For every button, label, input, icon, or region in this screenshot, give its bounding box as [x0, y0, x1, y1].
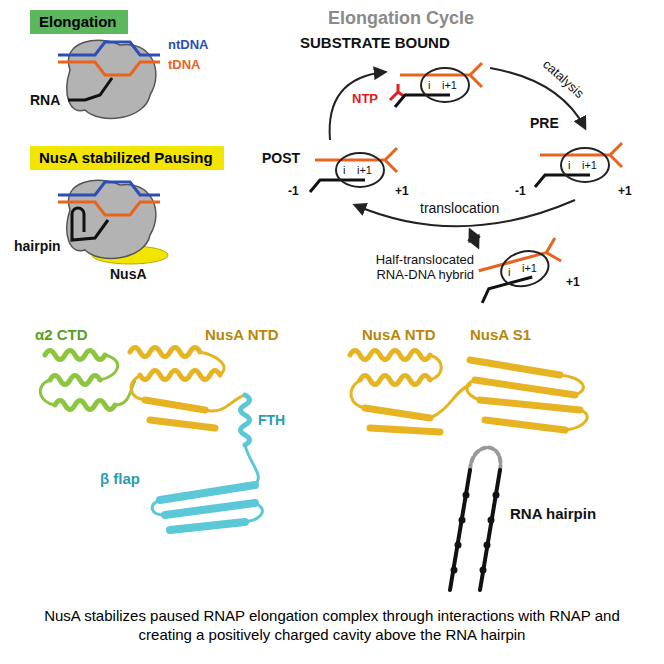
cycle-arrow [355, 200, 575, 226]
cycle-arrow [470, 230, 478, 247]
position-label: i [568, 159, 570, 172]
alpha-ctd-ribbon [40, 351, 135, 410]
position-label: i+1 [522, 262, 537, 275]
nt-dna-strand [58, 182, 160, 195]
domain-label: α2 CTD [35, 326, 88, 343]
register-label: -1 [515, 185, 526, 199]
nusa-s1-ribbon [467, 360, 587, 430]
domain-label: NusA S1 [470, 326, 531, 343]
step-label: catalysis [538, 56, 588, 103]
banner-title: Elongation [39, 13, 119, 31]
strand-label: ntDNA [168, 38, 208, 53]
nusa-ntd-ribbon [130, 348, 245, 429]
structure-right [350, 351, 587, 591]
figure-caption: NusA stabilizes paused RNAP elongation c… [20, 606, 644, 644]
nt-dna-strand [58, 42, 160, 55]
banner-title: NusA stabilized Pausing [39, 149, 215, 167]
strand-label: tDNA [168, 58, 201, 73]
substrate-label: NTP [352, 92, 378, 107]
step-label: translocation [420, 200, 499, 216]
section-banner: Elongation [30, 10, 128, 34]
register-label: +1 [566, 276, 580, 290]
paused-rnap-cartoon [58, 180, 168, 264]
state-label: Half-translocated RNA-DNA hybrid [356, 253, 474, 283]
strand-label: RNA [30, 92, 60, 108]
position-label: i+1 [582, 159, 597, 172]
rnap-body [67, 180, 156, 258]
rnap-cartoon [58, 40, 160, 118]
nusa-ntd-ribbon [350, 351, 470, 433]
register-label: -1 [288, 185, 299, 199]
domain-label: NusA NTD [362, 326, 436, 343]
state-label: PRE [530, 115, 559, 131]
cycle-arrow [330, 72, 385, 140]
position-label: i [428, 79, 430, 92]
section-banner: NusA stabilized Pausing [30, 146, 224, 170]
hybrid-glyph [395, 63, 482, 107]
hybrid-glyph [310, 148, 397, 192]
rna-strand [68, 78, 112, 100]
hybrid-glyph [535, 143, 622, 187]
domain-label: RNA hairpin [510, 505, 596, 522]
part-label: NusA [110, 266, 147, 282]
t-dna-strand [58, 62, 160, 75]
register-label: +1 [395, 185, 409, 199]
state-label: SUBSTRATE BOUND [300, 34, 450, 51]
hybrid-glyph [471, 238, 566, 303]
beta-flap-ribbon [152, 395, 262, 530]
domain-label: FTH [258, 412, 285, 428]
position-label: i+1 [442, 79, 457, 92]
state-label: POST [262, 150, 300, 166]
domain-label: NusA NTD [205, 326, 279, 343]
rna-hairpin-model [450, 448, 501, 591]
part-label: hairpin [14, 238, 61, 254]
rna-hairpin-strand [72, 208, 108, 240]
section-heading: Elongation Cycle [328, 8, 474, 29]
position-label: i+1 [357, 164, 372, 177]
domain-label: β flap [100, 470, 140, 487]
rnap-body [67, 40, 156, 118]
position-label: i [508, 266, 510, 279]
register-label: +1 [618, 185, 632, 199]
position-label: i [343, 164, 345, 177]
structure-left [40, 348, 262, 531]
